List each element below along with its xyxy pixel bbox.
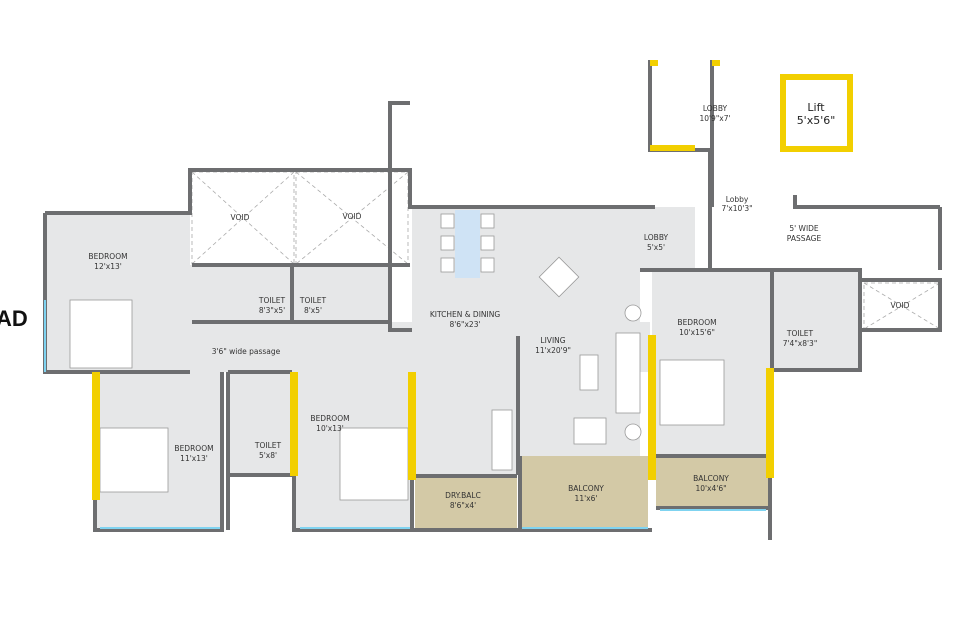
toilet1-name: TOILET [258, 296, 286, 305]
lift-name: Lift [807, 101, 825, 114]
armchair [573, 417, 607, 445]
lobby-small-floor [640, 207, 695, 270]
balconies [415, 456, 768, 530]
dry-balcony-floor [415, 476, 517, 528]
kitchen-counter [491, 409, 513, 471]
bed [99, 427, 169, 493]
bed [659, 359, 725, 426]
balcony1-size: 11'x6' [575, 494, 598, 503]
void2-name: VOID [343, 212, 362, 221]
balcony1-name: BALCONY [568, 484, 604, 493]
toilet4-size: 7'4"x8'3" [783, 339, 818, 348]
balcony2-size: 10'x4'6" [695, 484, 726, 493]
lobby-top-size: 10'9"x7' [699, 114, 730, 123]
toilet3-name: TOILET [254, 441, 282, 450]
chair [538, 256, 580, 298]
lobby-mid-size: 7'x10'3" [721, 204, 752, 213]
room-labels: BEDROOM 12'x13' VOID VOID TOILET 8'3"x5'… [88, 101, 909, 510]
bedroom3-size: 10'x13' [316, 424, 344, 433]
toilet3-floor [228, 372, 292, 477]
lobby-top-name: LOBBY [703, 104, 728, 113]
coffee-table [579, 354, 599, 391]
bedroom1-name: BEDROOM [88, 252, 127, 261]
toilet2-size: 8'x5' [304, 306, 322, 315]
balcony2-floor [656, 456, 768, 508]
bedroom1-size: 12'x13' [94, 262, 122, 271]
stool [624, 423, 642, 441]
living-name: LIVING [540, 336, 565, 345]
passage-name: 3'6" wide passage [212, 347, 281, 356]
void1-name: VOID [231, 213, 250, 222]
stool [624, 304, 642, 322]
columns [92, 60, 774, 500]
bedroom4-size: 10'x15'6" [679, 328, 715, 337]
kitchen-name: KITCHEN & DINING [430, 310, 501, 319]
toilet1-size: 8'3"x5' [259, 306, 285, 315]
dining-table [455, 210, 480, 278]
dining-chairs [440, 213, 495, 273]
kitchen-size: 8'6"x23' [449, 320, 480, 329]
furniture [69, 256, 725, 501]
bedroom2-name: BEDROOM [174, 444, 213, 453]
dry-balc-size: 8'6"x4' [450, 501, 476, 510]
balcony1-floor [520, 456, 648, 530]
wide-passage-size: PASSAGE [787, 234, 822, 243]
edge-label: AD [0, 306, 28, 331]
bed [69, 299, 133, 369]
lift-shaft [780, 74, 853, 152]
bedroom3-name: BEDROOM [310, 414, 349, 423]
bedroom2-size: 11'x13' [180, 454, 208, 463]
void3-name: VOID [891, 301, 910, 310]
wide-passage-name: 5' WIDE [789, 224, 819, 233]
dry-balc-name: DRY.BALC [445, 491, 481, 500]
bed [339, 427, 409, 501]
toilet4-floor [772, 270, 860, 370]
toilet4-name: TOILET [786, 329, 814, 338]
lobby-small-size: 5'x5' [647, 243, 665, 252]
bedroom4-name: BEDROOM [677, 318, 716, 327]
lift-size: 5'x5'6" [797, 114, 836, 127]
lobby-mid-name: Lobby [726, 195, 749, 204]
windows [44, 300, 766, 529]
toilet3-size: 5'x8' [259, 451, 277, 460]
balcony2-name: BALCONY [693, 474, 729, 483]
toilet2-name: TOILET [299, 296, 327, 305]
living-size: 11'x20'9" [535, 346, 571, 355]
lobby-small-name: LOBBY [644, 233, 669, 242]
sofa [615, 332, 641, 414]
